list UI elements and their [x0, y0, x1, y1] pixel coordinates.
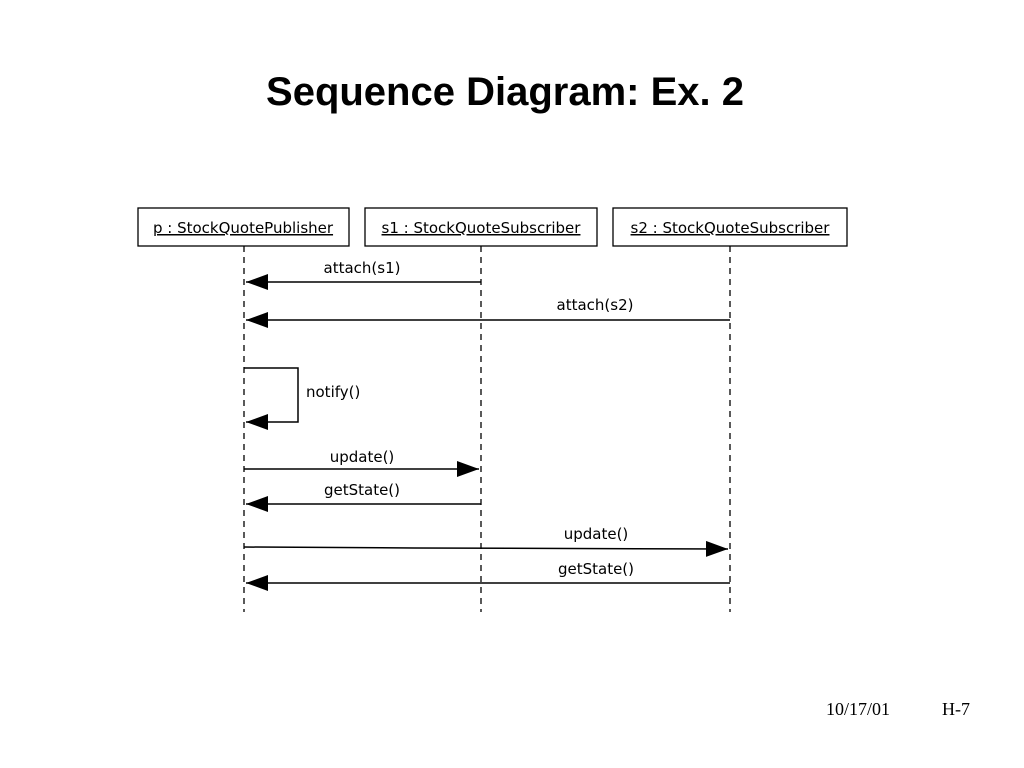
message-arrow	[244, 367, 299, 430]
message-label: getState()	[324, 481, 400, 499]
object-p: p : StockQuotePublisher	[137, 207, 350, 247]
message-attach-s2: attach(s2)	[246, 296, 730, 328]
message-notify-self: notify()	[244, 367, 360, 430]
message-label: update()	[564, 525, 629, 543]
object-s2: s2 : StockQuoteSubscriber	[612, 207, 848, 247]
message-getstate-s1: getState()	[246, 481, 481, 512]
message-arrow	[243, 540, 729, 557]
object-label-p: p : StockQuotePublisher	[153, 219, 334, 237]
message-attach-s1: attach(s1)	[246, 259, 481, 290]
object-label-s1: s1 : StockQuoteSubscriber	[382, 219, 582, 237]
message-update-s1: update()	[244, 448, 479, 477]
message-label: attach(s1)	[324, 259, 401, 277]
object-s1: s1 : StockQuoteSubscriber	[364, 207, 598, 247]
object-label-s2: s2 : StockQuoteSubscriber	[631, 219, 831, 237]
footer-date: 10/17/01	[826, 699, 891, 719]
message-label: update()	[330, 448, 395, 466]
message-label: notify()	[306, 383, 360, 401]
message-label: attach(s2)	[557, 296, 634, 314]
message-label: getState()	[558, 560, 634, 578]
slide-title: Sequence Diagram: Ex. 2	[266, 70, 744, 114]
message-update-s2: update()	[243, 525, 729, 557]
footer-page-number: H-7	[942, 699, 970, 719]
message-getstate-s2: getState()	[246, 560, 730, 591]
